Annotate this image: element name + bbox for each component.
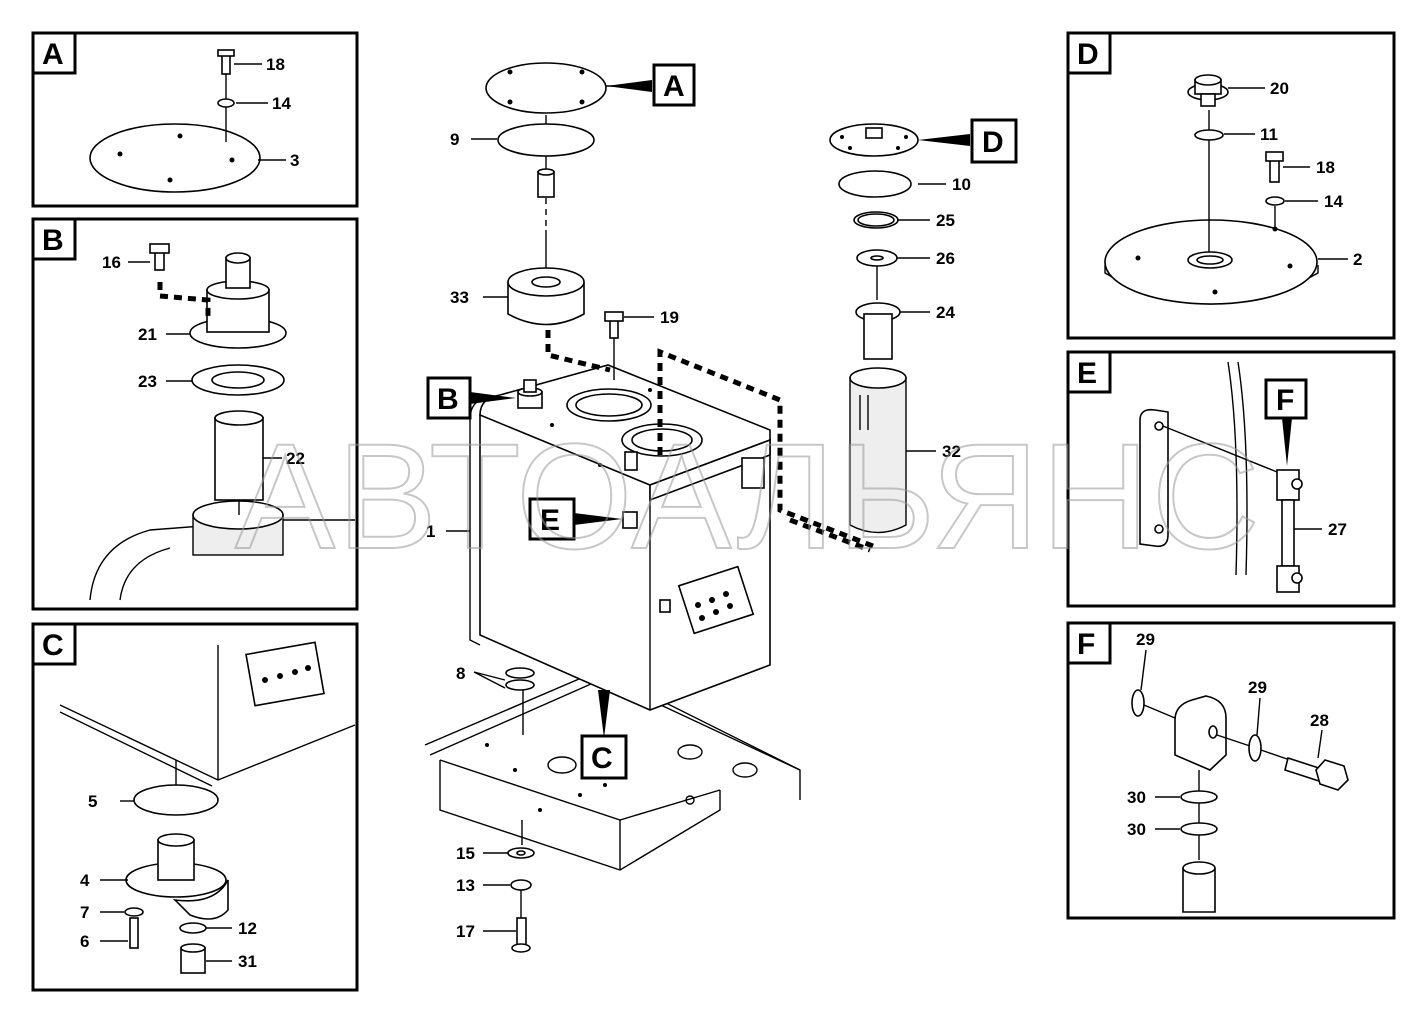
panel-a-label: A [42,38,64,71]
label-22: 22 [286,449,305,468]
label-14-a: 14 [272,94,291,113]
panel-e: E 27 F [1066,350,1396,608]
label-25: 25 [936,211,955,230]
label-8: 8 [456,664,465,683]
label-32: 32 [942,442,961,461]
label-31: 31 [238,952,257,971]
washer [217,98,235,108]
label-11: 11 [1260,125,1278,144]
cover-plate [89,123,261,193]
watermark: АВТОАЛЬЯНС [235,412,1262,580]
label-9: 9 [450,130,459,149]
label-30-a: 30 [1127,788,1146,807]
callout-b[interactable]: B [437,383,459,416]
panel-d-label: D [1077,38,1099,71]
callout-e[interactable]: E [540,504,560,537]
label-15: 15 [456,844,475,863]
label-6: 6 [80,932,89,951]
callout-c[interactable]: C [591,742,613,775]
tank-cover [485,62,607,114]
label-7: 7 [80,903,89,922]
panel-c-label: C [42,629,64,662]
label-3: 3 [290,151,299,170]
callout-a[interactable]: A [663,70,685,103]
panel-c: C 5 4 7 6 12 31 [31,622,359,992]
label-1: 1 [426,522,435,541]
callout-f[interactable]: F [1276,384,1294,417]
label-14-d: 14 [1324,192,1343,211]
label-20: 20 [1270,79,1289,98]
label-5: 5 [88,792,97,811]
label-16: 16 [102,253,121,272]
label-18-d: 18 [1316,158,1335,177]
main-assembly: 19 9 33 1 [424,62,1018,953]
label-29-b: 29 [1248,678,1267,697]
label-12: 12 [238,919,257,938]
label-23: 23 [138,372,157,391]
panel-d: D 20 11 18 14 2 [1066,31,1396,340]
label-28: 28 [1310,711,1329,730]
panel-e-label: E [1077,357,1097,390]
oring-5 [133,784,219,816]
label-29-a: 29 [1136,630,1155,649]
label-21: 21 [138,325,157,344]
panel-f: F 29 29 28 30 30 [1066,621,1396,920]
label-19: 19 [660,308,679,327]
panel-b-label: B [42,224,64,257]
label-24: 24 [936,303,955,322]
label-17: 17 [456,922,475,941]
label-10: 10 [952,175,971,194]
label-4: 4 [80,871,90,890]
label-33: 33 [450,288,469,307]
label-2: 2 [1353,250,1362,269]
label-30-b: 30 [1127,820,1146,839]
label-18-a: 18 [266,55,285,74]
label-26: 26 [936,249,955,268]
panel-a: A 18 14 3 [31,31,359,208]
panel-b: B 16 21 23 22 [31,217,359,611]
callout-d[interactable]: D [982,126,1004,159]
panel-f-label: F [1077,628,1095,661]
label-27: 27 [1328,520,1347,539]
bolt [221,53,231,75]
label-13: 13 [456,876,475,895]
